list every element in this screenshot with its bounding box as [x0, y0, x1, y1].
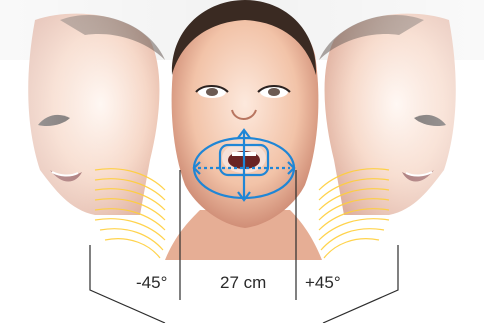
right-angle-label: +45°	[305, 273, 341, 293]
left-angle-label: -45°	[136, 273, 167, 293]
distance-label: 27 cm	[220, 273, 266, 293]
